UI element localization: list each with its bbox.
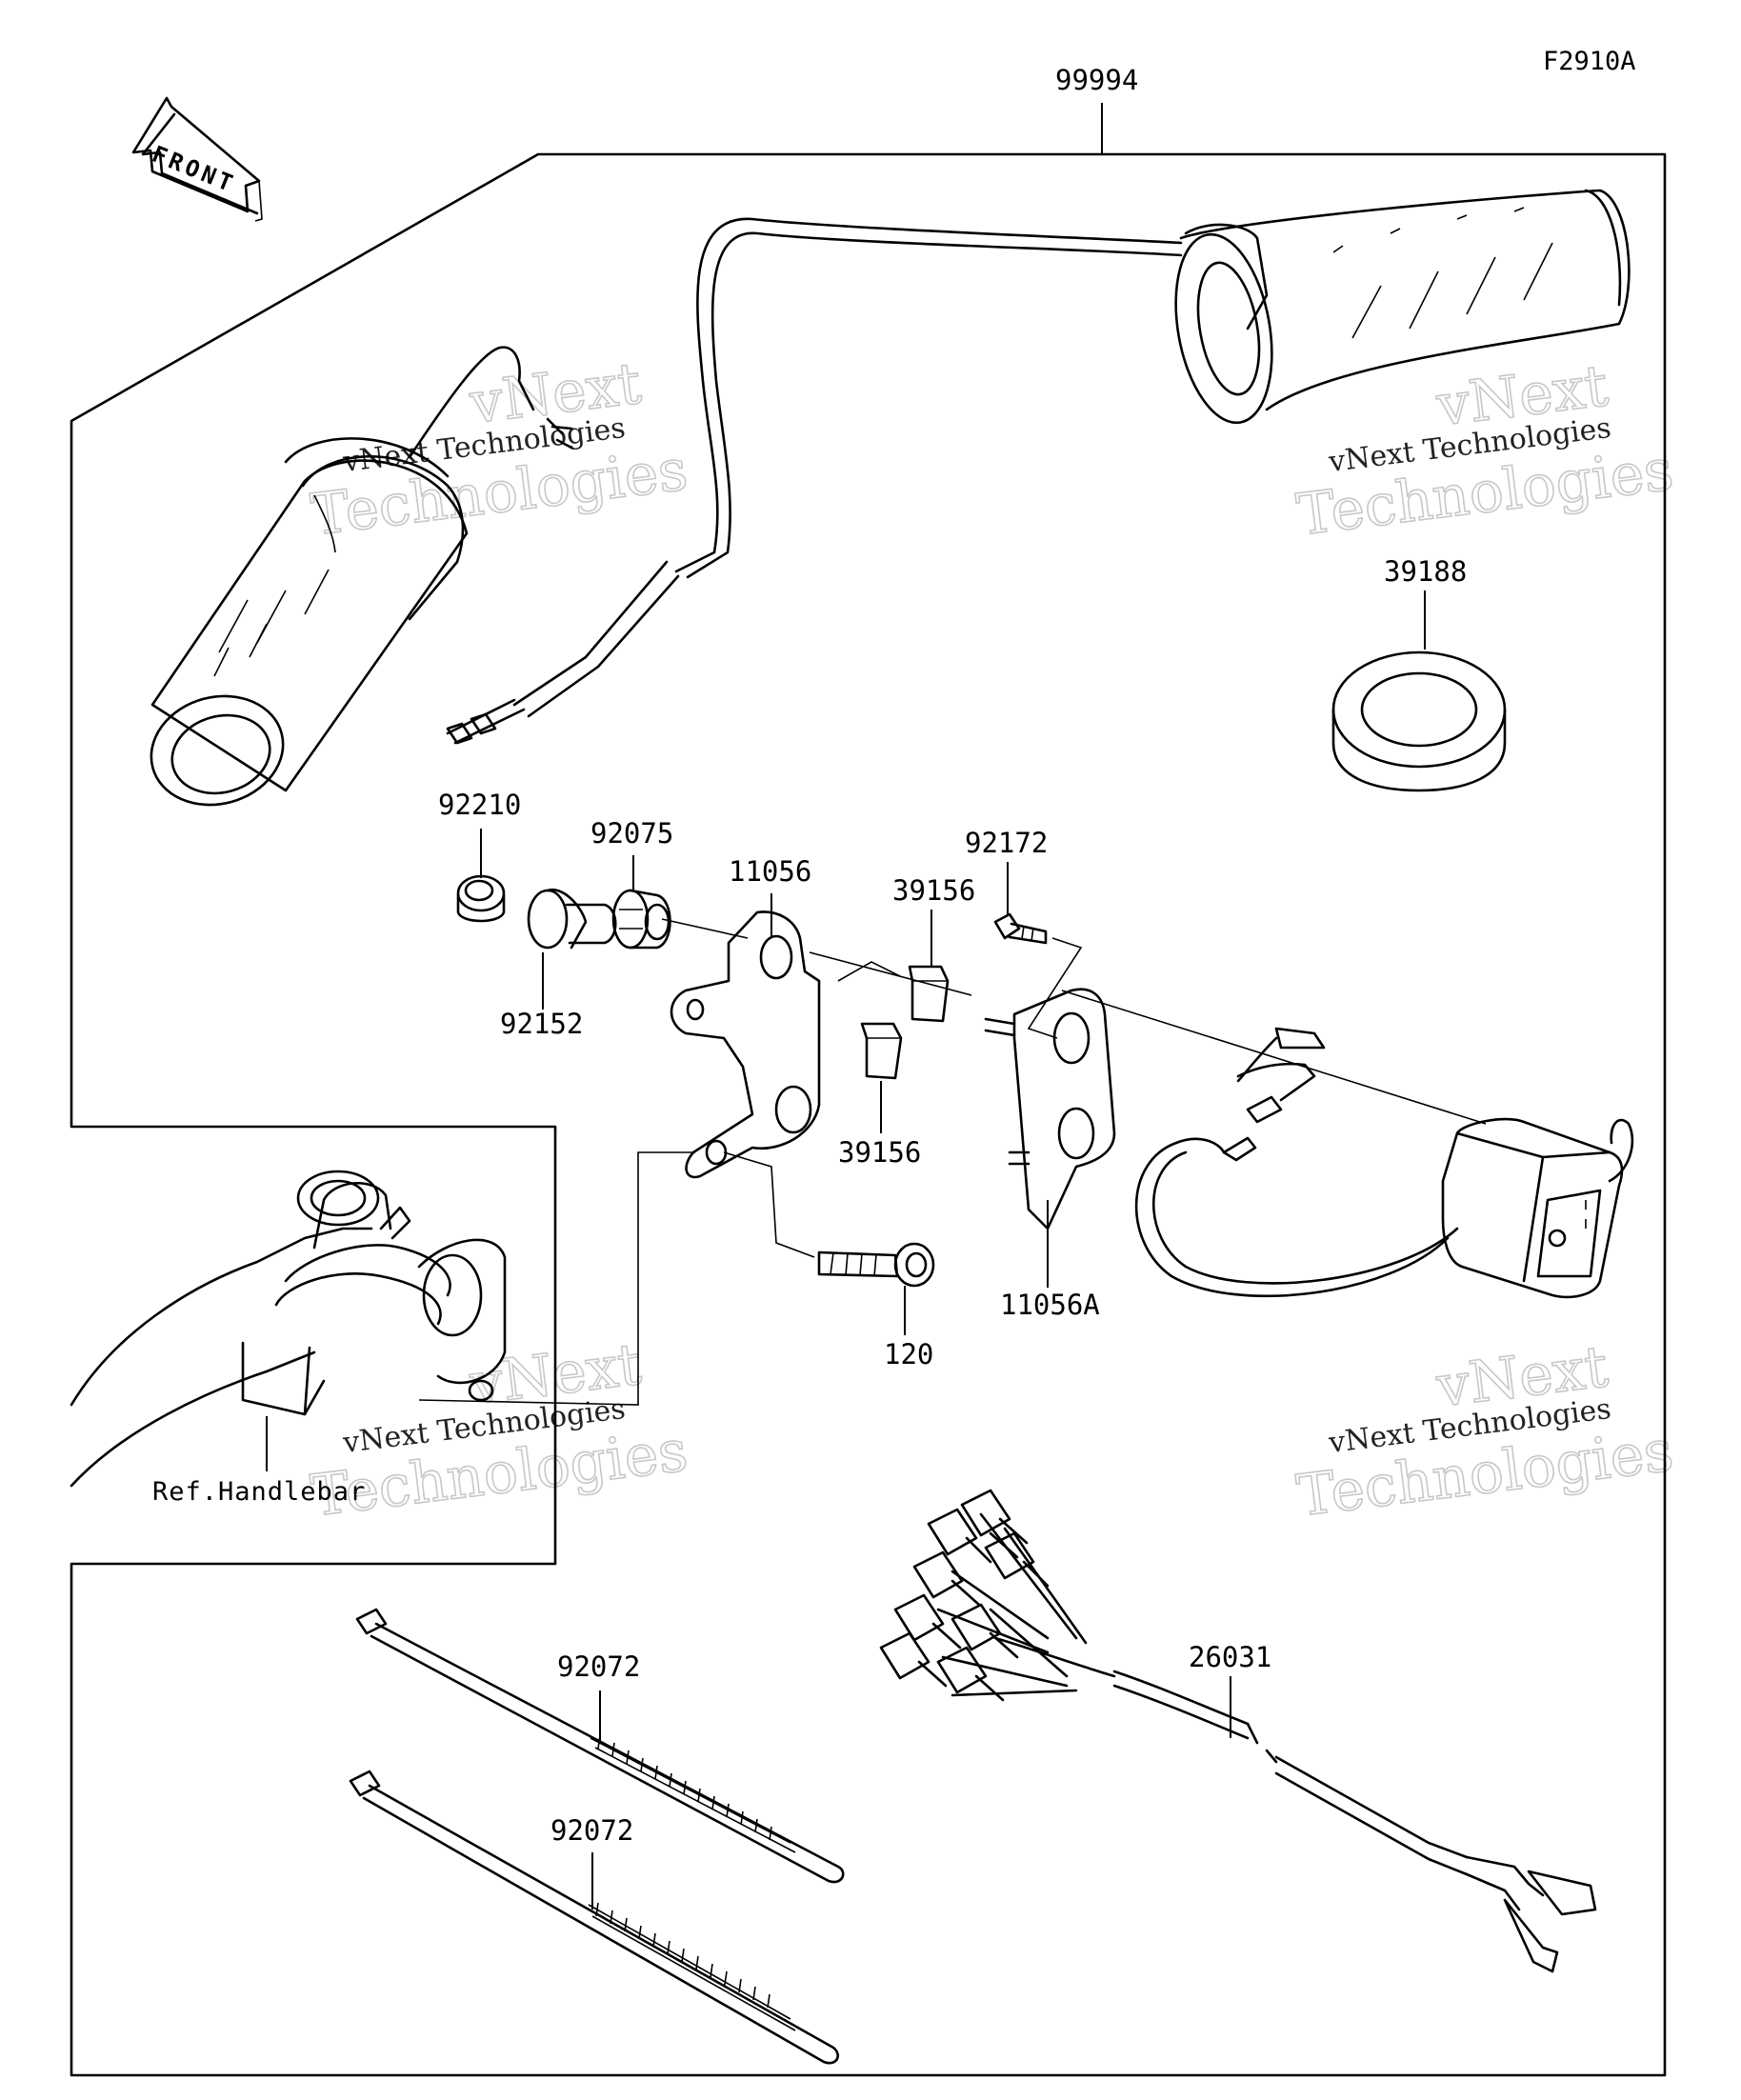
right-grip-cable: [674, 217, 1183, 573]
watermark: vNext vNext Technologies Technologies: [1292, 1332, 1677, 1530]
part-label-99994: 99994: [1055, 64, 1138, 96]
kit-boundary: [70, 152, 1667, 2077]
pad-icon: [860, 1022, 903, 1080]
part-label-39156-lower: 39156: [838, 1136, 921, 1169]
heater-controller-icon: [1134, 1027, 1634, 1299]
bolt-guide-line: [723, 1151, 815, 1258]
controller-axis-line: [1061, 990, 1487, 1125]
collar-icon: [527, 888, 617, 950]
part-label-26031: 26031: [1189, 1641, 1271, 1673]
bracket-plate-icon: [984, 988, 1116, 1230]
pad-icon: [908, 965, 950, 1023]
reference-label: Ref.Handlebar: [152, 1477, 366, 1507]
pad-guide-line: [837, 961, 901, 982]
handlebar-reference-icon: [70, 1170, 507, 1488]
part-label-92152: 92152: [500, 1008, 583, 1040]
part-label-92172: 92172: [965, 827, 1048, 859]
part-label-92072-upper: 92072: [557, 1650, 640, 1683]
part-label-39188: 39188: [1384, 555, 1467, 588]
cable-tie-icon: [349, 1770, 839, 2065]
assembly-axis-line: [661, 918, 972, 996]
screw-guide-line: [1027, 937, 1083, 1039]
part-label-92210: 92210: [438, 789, 521, 821]
harness-connectors: [879, 1489, 1050, 1702]
left-grip-icon: [150, 437, 469, 807]
part-label-11056: 11056: [729, 855, 811, 888]
watermark: vNext vNext Technologies Technologies: [307, 350, 691, 550]
part-label-120: 120: [884, 1338, 933, 1370]
spacer-ring-icon: [1331, 650, 1507, 792]
part-label-92072-lower: 92072: [550, 1814, 633, 1847]
figure-code: F2910A: [1543, 47, 1636, 76]
bolt-icon: [817, 1242, 935, 1288]
watermark: vNext vNext Technologies Technologies: [1292, 351, 1677, 550]
part-label-92075: 92075: [590, 817, 673, 850]
nut-icon: [456, 874, 506, 923]
screw-icon: [993, 912, 1048, 945]
grommet-icon: [611, 889, 671, 950]
right-grip-icon: [1174, 189, 1631, 425]
wiring-harness-icon: [936, 1512, 1597, 1973]
handlebar-guide-line: [418, 1151, 695, 1406]
bracket-icon: [670, 910, 821, 1179]
cable-tie-icon: [355, 1608, 845, 1884]
part-label-11056A: 11056A: [1000, 1289, 1100, 1321]
front-direction-arrow-icon: FRONT: [131, 96, 263, 222]
part-label-39156-upper: 39156: [892, 874, 975, 907]
